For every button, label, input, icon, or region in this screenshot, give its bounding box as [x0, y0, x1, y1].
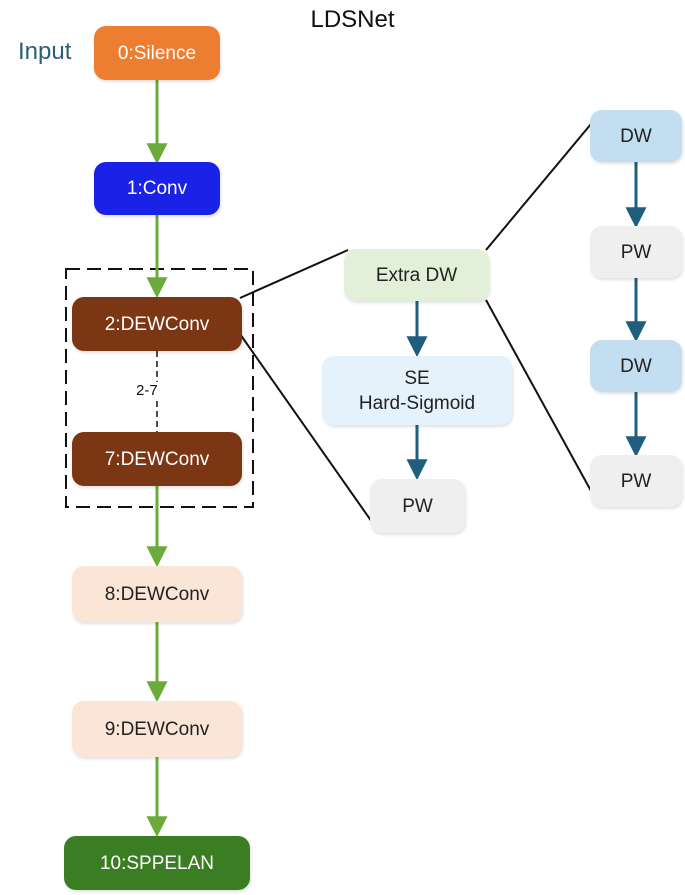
- node-pw-middle: PW: [370, 479, 465, 533]
- expand-line-bottom-right: [485, 299, 597, 501]
- node-pw-1: PW: [590, 226, 682, 278]
- node-dewconv-2: 2:DEWConv: [72, 297, 242, 351]
- node-extra-dw: Extra DW: [344, 249, 489, 301]
- node-dw-1: DW: [590, 110, 682, 162]
- dewconv-group-box: [65, 268, 254, 508]
- node-sppelan: 10:SPPELAN: [64, 836, 250, 890]
- node-conv: 1:Conv: [94, 162, 220, 215]
- input-label: Input: [18, 38, 72, 65]
- node-dw-2: DW: [590, 340, 682, 392]
- expand-line-top-right: [485, 117, 597, 251]
- node-silence: 0:Silence: [94, 26, 220, 80]
- node-dewconv-9: 9:DEWConv: [72, 701, 242, 757]
- expand-line-bottom-middle: [239, 333, 373, 523]
- node-dewconv-7: 7:DEWConv: [72, 432, 242, 486]
- node-dewconv-8: 8:DEWConv: [72, 566, 242, 622]
- diagram-title: LDSNet: [310, 6, 395, 33]
- node-pw-2: PW: [590, 455, 682, 507]
- node-se-hard-sigmoid: SE Hard-Sigmoid: [322, 356, 512, 425]
- expand-line-top-middle: [239, 249, 349, 299]
- repeat-range-label: 2-7: [133, 382, 161, 399]
